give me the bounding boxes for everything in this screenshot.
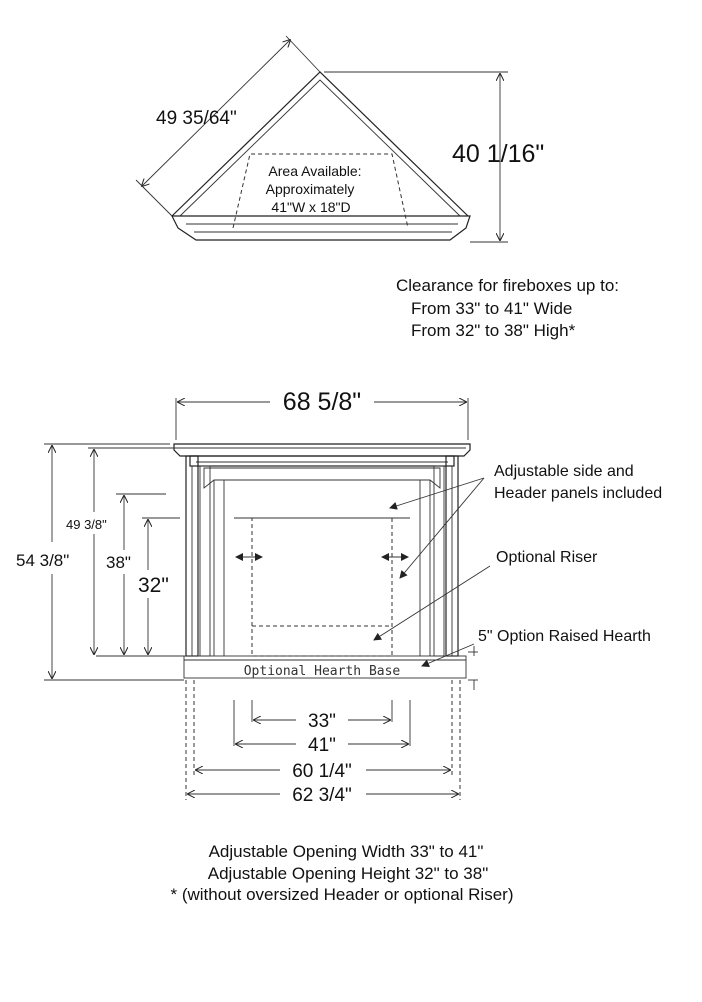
mantel-shelf — [173, 443, 471, 457]
h-inner-label: 49 3/8" — [66, 517, 107, 532]
footer-asterisk-note: * (without oversized Header or optional … — [171, 885, 514, 904]
clearance-title: Clearance for fireboxes up to: — [396, 276, 619, 295]
clearance-height: From 32" to 38" High* — [411, 321, 576, 340]
available-area-outline — [232, 153, 409, 229]
w60-label: 60 1/4" — [292, 761, 352, 782]
w41-label: 41" — [308, 735, 336, 756]
hearth-note: 5" Option Raised Hearth — [478, 628, 651, 645]
riser-leader — [373, 565, 491, 641]
diagonal-extension-left — [135, 179, 173, 217]
w33-label: 33" — [308, 711, 336, 732]
top-view-mantle-front — [171, 215, 471, 241]
header-panel — [203, 467, 441, 489]
overall-width-label: 68 5/8" — [283, 388, 361, 416]
hearth-leader — [421, 643, 475, 667]
panels-leader-1 — [389, 477, 485, 510]
h-total-label: 54 3/8" — [16, 551, 69, 570]
panels-note-line1: Adjustable side and — [494, 463, 634, 480]
area-approx-label: Approximately — [266, 181, 355, 197]
left-pilaster-inner — [199, 465, 211, 657]
area-available-label: Area Available: — [268, 163, 361, 179]
footer-notes: Adjustable Opening Width 33" to 41" Adju… — [171, 842, 514, 904]
h-open-min-label: 32" — [138, 574, 169, 597]
diagonal-extension-right — [285, 35, 321, 73]
firebox-outline — [251, 517, 393, 657]
riser-note: Optional Riser — [496, 549, 598, 566]
footer-height-note: Adjustable Opening Height 32" to 38" — [208, 864, 488, 883]
footer-width-note: Adjustable Opening Width 33" to 41" — [209, 842, 484, 861]
mantel-frieze — [189, 455, 455, 467]
top-view: Area Available: Approximately 41"W x 18"… — [135, 35, 544, 243]
h-open-max-label: 38" — [106, 553, 131, 572]
panels-note-line2: Header panels included — [494, 485, 662, 502]
clearance-width: From 33" to 41" Wide — [411, 299, 572, 318]
clearance-note: Clearance for fireboxes up to: From 33" … — [396, 276, 619, 340]
w62-label: 62 3/4" — [292, 785, 352, 806]
area-size-label: 41"W x 18"D — [271, 199, 350, 215]
diagonal-dimension-line — [142, 40, 290, 186]
diagonal-dimension-label: 49 35/64" — [156, 108, 237, 129]
front-view: 68 5/8" Optional Hearth Base — [16, 388, 662, 806]
hearth-base-label: Optional Hearth Base — [244, 664, 401, 679]
right-pilaster-inner — [433, 465, 445, 657]
depth-dimension-label: 40 1/16" — [452, 140, 544, 168]
hearth-base — [183, 655, 467, 679]
panels-leader-2 — [399, 477, 485, 579]
